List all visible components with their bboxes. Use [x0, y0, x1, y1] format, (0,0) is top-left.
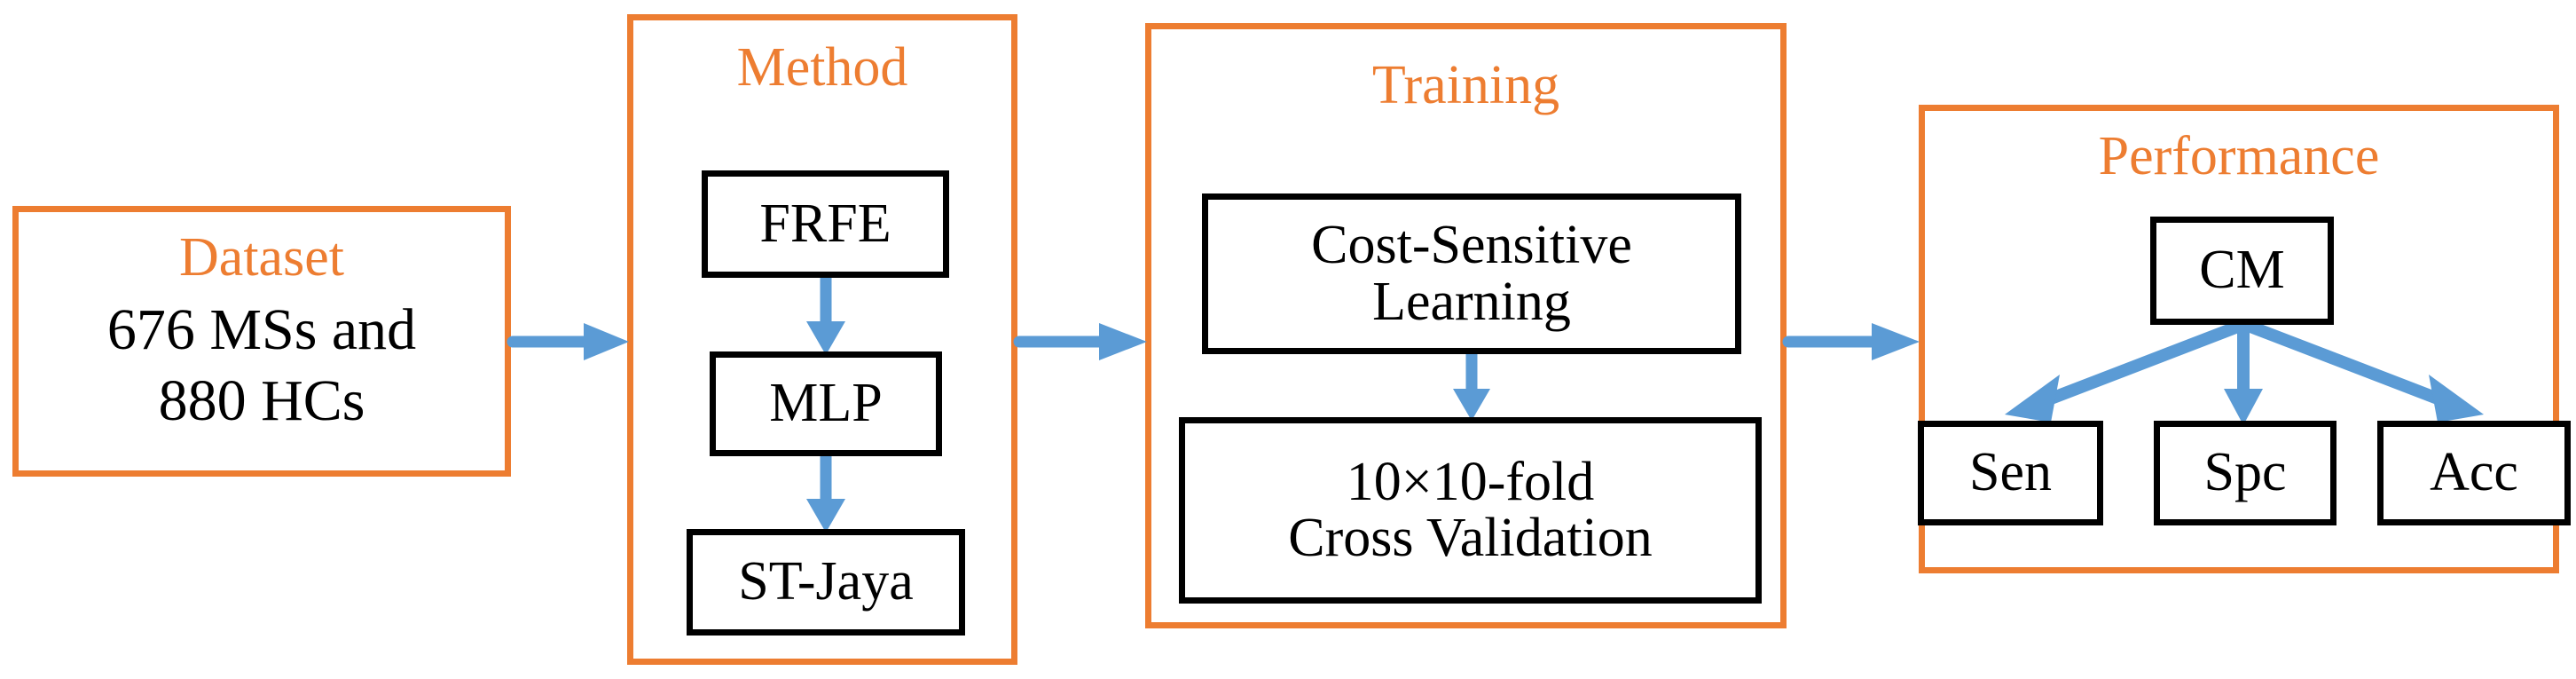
method-step-st-jaya[interactable]: ST-Jaya [687, 529, 965, 636]
connector-mlp-to-st-jaya [806, 448, 845, 533]
connector-csl-to-cv [1453, 345, 1490, 421]
dataset-line-1: 676 MSs and [106, 297, 417, 362]
dataset-line-2: 880 HCs [158, 368, 365, 433]
performance-metric-sen-label: Sen [1969, 442, 2052, 503]
panel-dataset[interactable]: Dataset 676 MSs and 880 HCs [12, 206, 511, 477]
panel-training-title: Training [1371, 55, 1560, 115]
connector-cm-to-acc [2243, 319, 2484, 422]
panel-performance[interactable]: Performance [1919, 105, 2559, 573]
training-step-cost-sensitive-learning[interactable]: Cost-Sensitive Learning [1202, 193, 1741, 354]
method-step-mlp-label: MLP [769, 373, 883, 434]
connector-frfe-to-mlp [806, 271, 845, 355]
method-step-frfe[interactable]: FRFE [702, 170, 949, 278]
connector-training-to-performance [1782, 323, 1920, 360]
training-step-cross-validation-line-1: 10×10-fold [1346, 451, 1595, 512]
method-step-frfe-label: FRFE [759, 193, 891, 254]
panel-performance-title: Performance [2098, 126, 2380, 186]
connector-cm-to-spc [2224, 315, 2263, 425]
connector-method-to-training [1013, 323, 1147, 360]
panel-training[interactable]: Training [1145, 23, 1787, 628]
performance-metric-sen[interactable]: Sen [1918, 421, 2103, 525]
method-step-mlp[interactable]: MLP [710, 351, 942, 456]
performance-metric-acc-label: Acc [2430, 442, 2518, 503]
panel-method-title: Method [736, 37, 908, 98]
performance-source-cm[interactable]: CM [2150, 217, 2334, 325]
connector-cm-to-sen [2005, 319, 2245, 422]
performance-metric-spc-label: Spc [2203, 442, 2287, 503]
training-step-cost-sensitive-learning-line-1: Cost-Sensitive [1311, 215, 1632, 276]
performance-source-cm-label: CM [2199, 240, 2285, 301]
connector-dataset-to-method [507, 323, 629, 360]
training-step-cross-validation[interactable]: 10×10-fold Cross Validation [1179, 417, 1762, 604]
panel-dataset-title: Dataset [179, 227, 344, 288]
performance-metric-spc[interactable]: Spc [2154, 421, 2336, 525]
performance-metric-acc[interactable]: Acc [2377, 421, 2571, 525]
training-step-cost-sensitive-learning-line-2: Learning [1372, 271, 1571, 332]
training-step-cross-validation-line-2: Cross Validation [1288, 508, 1653, 568]
method-step-st-jaya-label: ST-Jaya [738, 551, 914, 612]
